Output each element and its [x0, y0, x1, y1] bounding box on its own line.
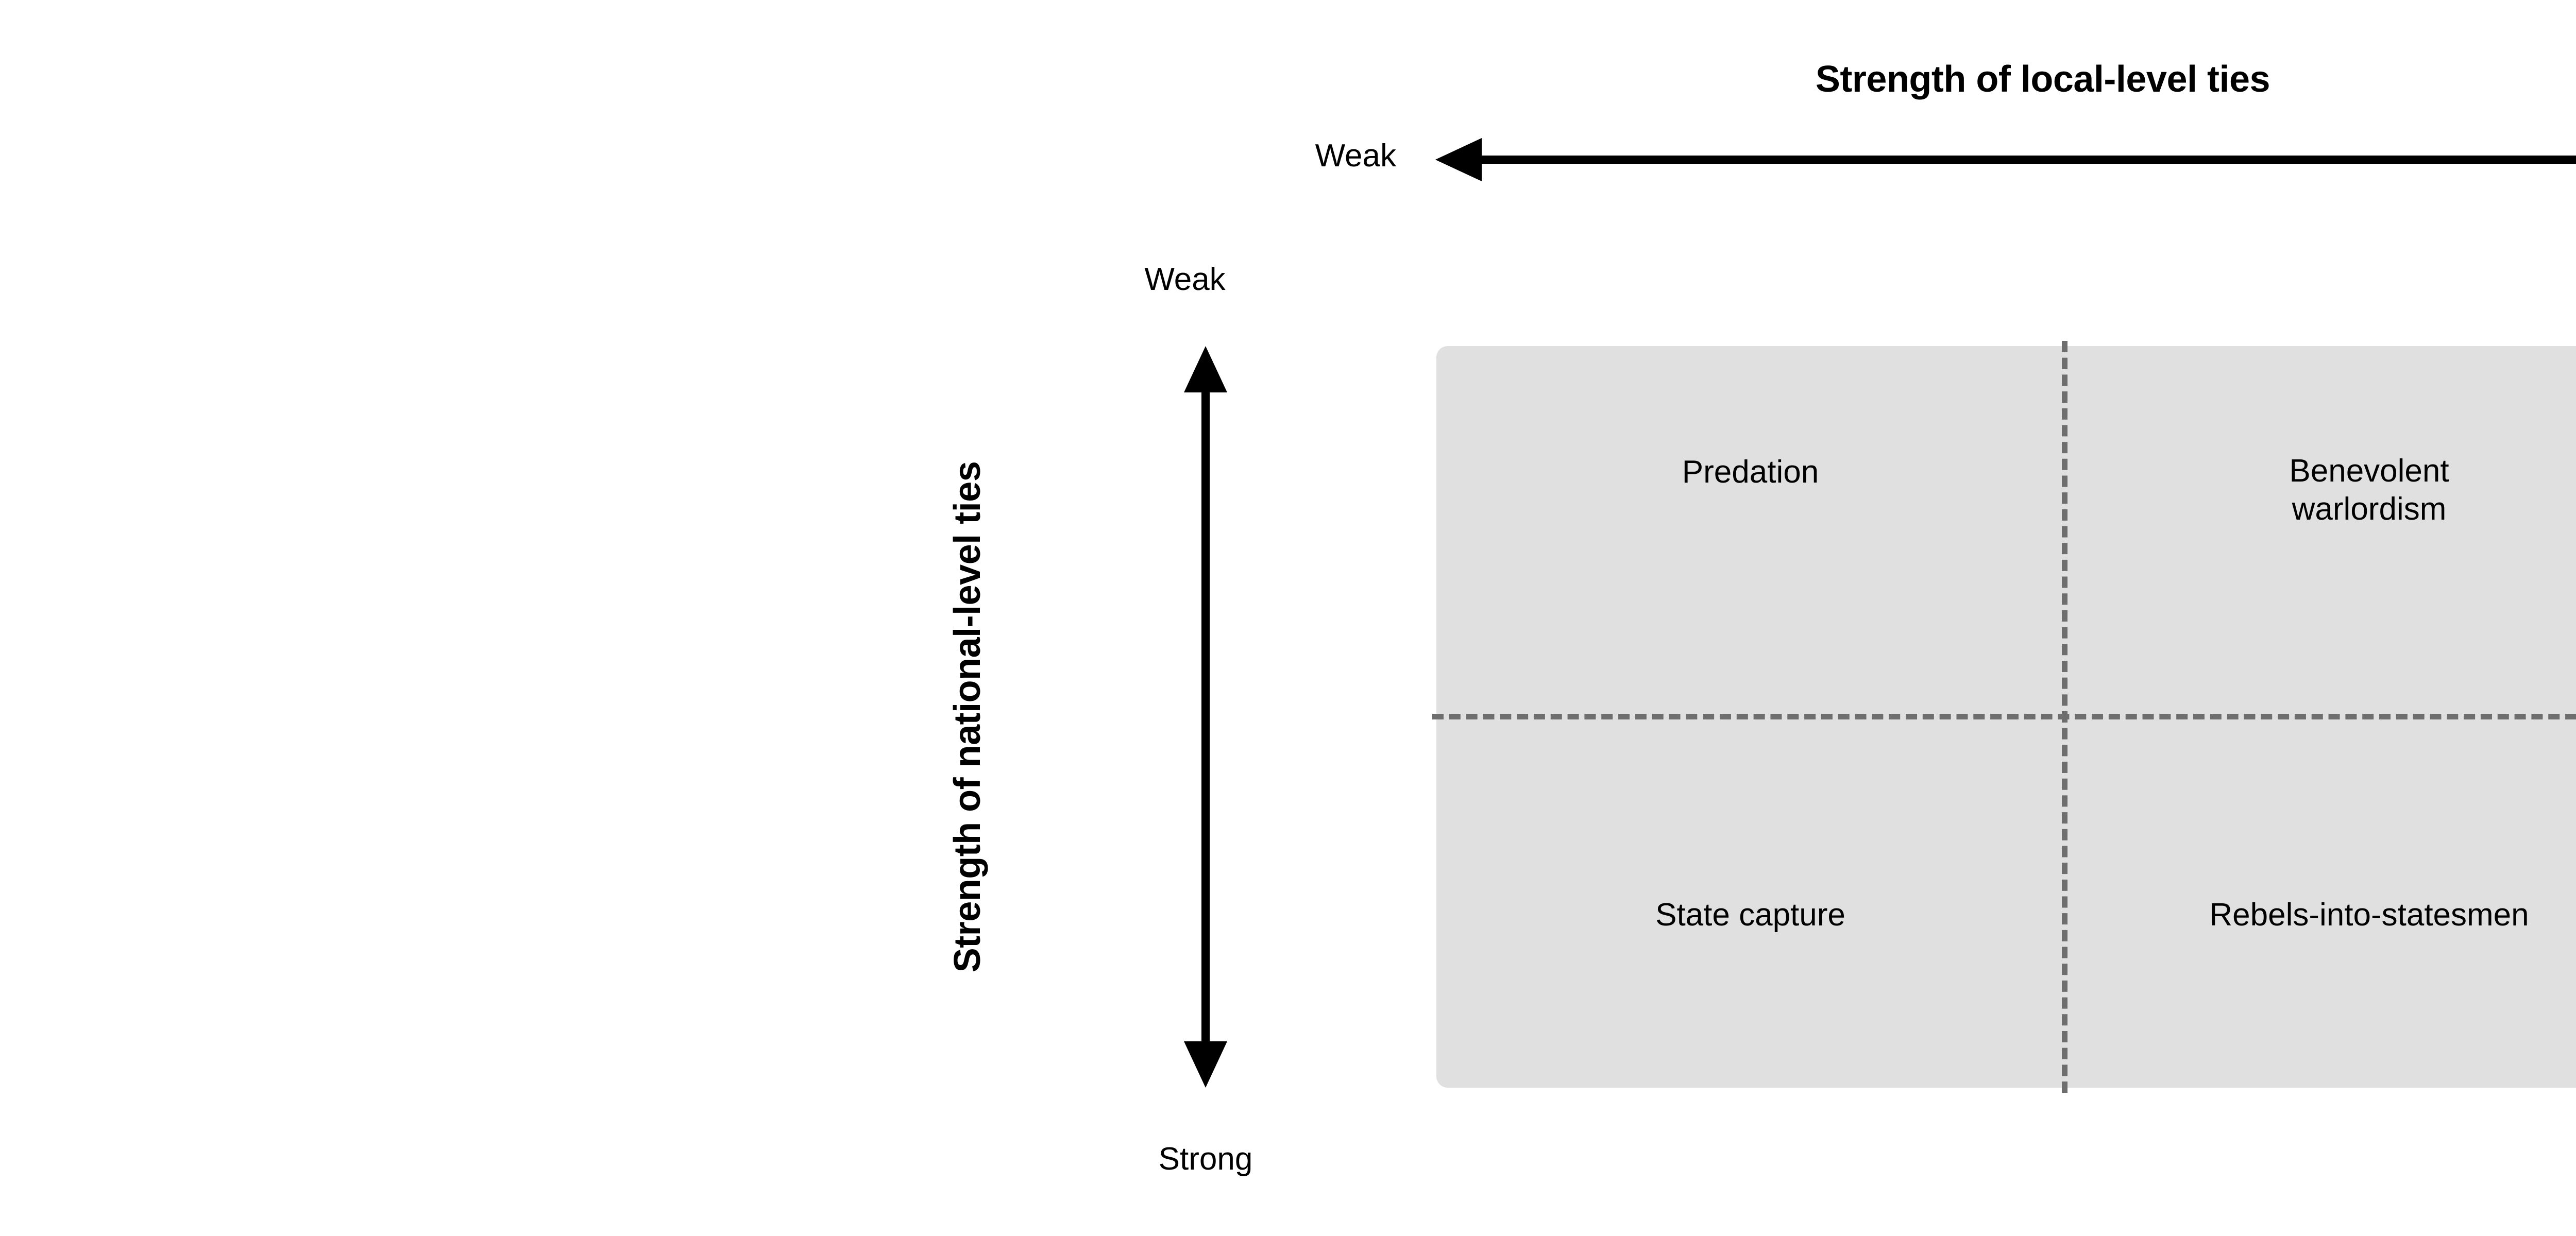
x-axis-label-weak: Weak	[1315, 138, 1396, 174]
x-axis-title: Strength of local-level ties	[1815, 59, 2270, 100]
vertical-double-arrow-icon	[1181, 338, 1230, 1096]
horizontal-divider-line	[1432, 714, 2576, 719]
vertical-divider-line	[2062, 341, 2067, 1093]
quadrant-strong-local-weak-national: Benevolent warlordism	[2064, 346, 2576, 716]
y-axis-title: Strength of national-level ties	[947, 461, 988, 973]
y-axis-label-weak: Weak	[1144, 262, 1226, 297]
quadrant-weak-local-strong-national: State capture	[1436, 716, 2064, 1088]
quadrant-label-rebels-into-statesmen: Rebels-into-statesmen	[2209, 897, 2529, 933]
y-axis-label-strong: Strong	[1158, 1141, 1253, 1177]
quadrant-label-predation: Predation	[1682, 454, 1819, 490]
y-axis-title-container: Strength of national-level ties	[943, 346, 992, 1088]
quadrant-strong-local-strong-national: Rebels-into-statesmen	[2064, 716, 2576, 1088]
horizontal-double-arrow-icon	[1427, 135, 2576, 184]
quadrant-weak-local-weak-national: Predation	[1436, 346, 2064, 716]
two-by-two-matrix: Predation Benevolent warlordism State ca…	[1432, 341, 2576, 1093]
quadrant-label-state-capture: State capture	[1655, 897, 1845, 933]
quadrant-label-benevolent-warlordism: Benevolent warlordism	[2289, 453, 2449, 527]
